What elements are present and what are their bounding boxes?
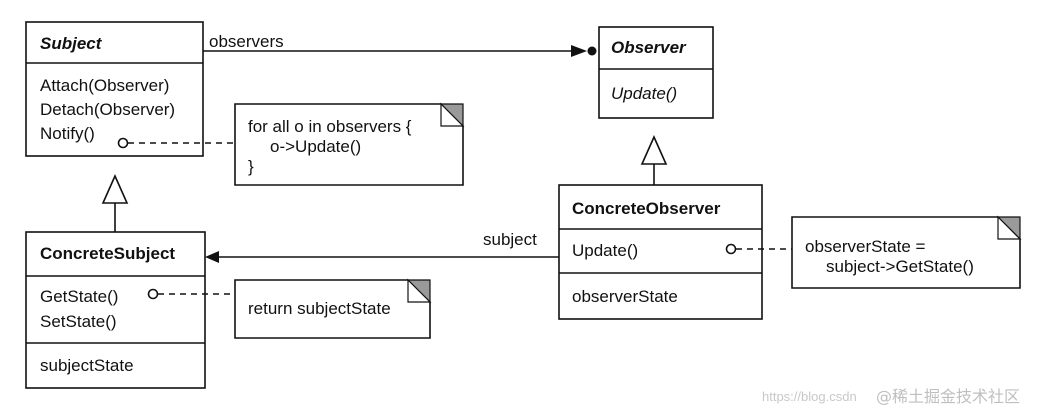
- concrete-subject-class-name: ConcreteSubject: [40, 244, 175, 263]
- update-note-box: [791, 216, 1021, 289]
- concrete-observer-attr-observerstate: observerState: [572, 287, 678, 306]
- subject-op-notify: Notify(): [40, 124, 95, 143]
- notify-note-anchor: [117, 137, 129, 149]
- subject-association: subject: [205, 230, 559, 263]
- update-note-anchor: [725, 243, 737, 255]
- subject-class-box: [25, 21, 204, 157]
- observers-association: observers: [203, 32, 597, 57]
- update-note-fold-inner: [997, 215, 1022, 240]
- observers-association-multiplicity-dot: [587, 46, 597, 56]
- concrete-observer-op-update: Update(): [572, 241, 638, 260]
- concrete-subject-op-setstate: SetState(): [40, 312, 117, 331]
- getstate-note-box: [234, 279, 431, 339]
- getstate-note-fold-inner: [407, 278, 432, 303]
- watermark-brand: @稀土掘金技术社区: [876, 387, 1020, 406]
- subject-class-name: Subject: [40, 34, 103, 53]
- observer-class-box: [598, 26, 714, 119]
- observers-association-arrowhead: [571, 45, 587, 57]
- concrete-subject-class: ConcreteSubject GetState() SetState() su…: [25, 231, 206, 389]
- watermark: https://blog.csdn @稀土掘金技术社区: [762, 387, 1020, 406]
- notify-note-line-2: o->Update(): [270, 137, 361, 156]
- subject-op-detach: Detach(Observer): [40, 100, 175, 119]
- subject-generalization-triangle: [101, 174, 129, 204]
- concrete-subject-attr-subjectstate: subjectState: [40, 356, 134, 375]
- notify-note: for all o in observers { o->Update() }: [117, 102, 465, 186]
- concrete-subject-op-getstate: GetState(): [40, 287, 118, 306]
- subject-op-attach: Attach(Observer): [40, 76, 169, 95]
- subject-class: Subject Attach(Observer) Detach(Observer…: [25, 21, 204, 157]
- observer-op-update: Update(): [611, 84, 677, 103]
- notify-note-line-1: for all o in observers {: [248, 117, 412, 136]
- observer-generalization: [640, 135, 668, 185]
- getstate-note-line-1: return subjectState: [248, 299, 391, 318]
- notify-note-box: [234, 103, 464, 186]
- subject-association-arrowhead: [205, 251, 219, 263]
- update-note-line-1: observerState =: [805, 237, 926, 256]
- notify-note-fold-inner: [440, 102, 465, 127]
- observers-association-label: observers: [209, 32, 284, 51]
- update-note: observerState = subject->GetState(): [725, 215, 1022, 289]
- observer-generalization-triangle: [640, 135, 668, 165]
- concrete-subject-class-box: [25, 231, 206, 389]
- observer-class-name: Observer: [611, 38, 687, 57]
- notify-note-line-3: }: [248, 157, 254, 176]
- update-note-line-2: subject->GetState(): [826, 257, 974, 276]
- concrete-observer-class-name: ConcreteObserver: [572, 199, 721, 218]
- getstate-note: return subjectState: [147, 278, 432, 339]
- subject-association-label: subject: [483, 230, 537, 249]
- observer-class: Observer Update(): [598, 26, 714, 119]
- subject-generalization: [101, 174, 129, 232]
- getstate-note-anchor: [147, 288, 159, 300]
- watermark-url: https://blog.csdn: [762, 389, 857, 404]
